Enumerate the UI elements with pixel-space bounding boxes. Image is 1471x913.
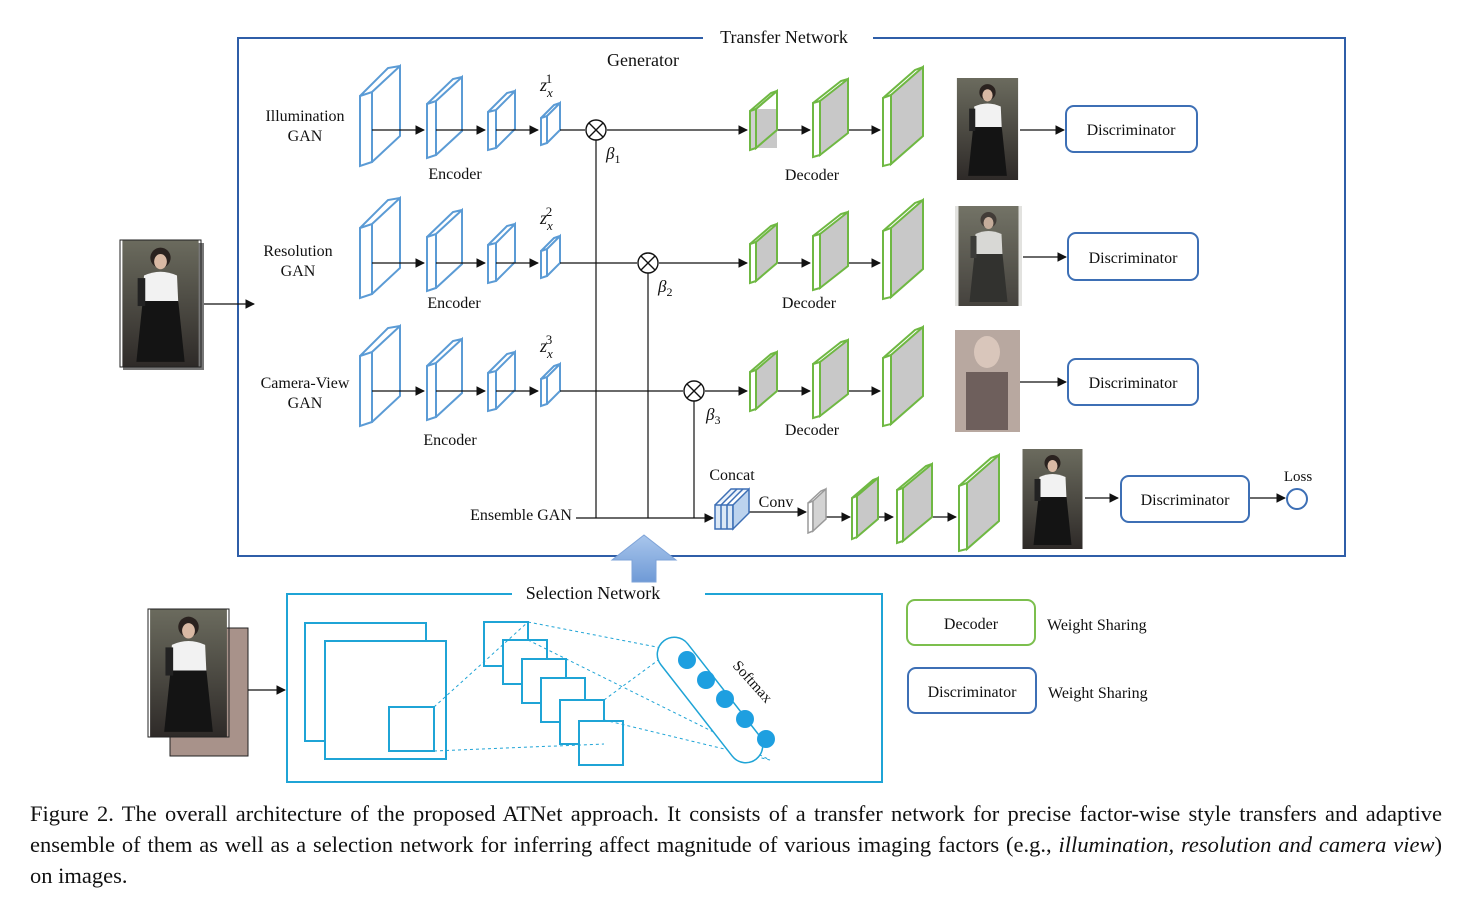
svg-text:Discriminator: Discriminator xyxy=(928,684,1018,701)
encoder-illumination xyxy=(359,63,561,168)
selection-input-images xyxy=(147,608,286,757)
generator-label: Generator xyxy=(607,50,679,70)
svg-text:Loss: Loss xyxy=(1284,469,1313,485)
decoder-label-camera-view: Decoder xyxy=(785,422,840,439)
conv-label: Conv xyxy=(759,494,794,511)
conv-block xyxy=(807,487,827,535)
legend-discriminator: Discriminator Weight Sharing xyxy=(907,667,1148,714)
svg-text:Discriminator: Discriminator xyxy=(1089,250,1179,267)
ensemble-gan: Ensemble GAN Concat Conv xyxy=(470,140,1313,553)
selection-network-title: Selection Network xyxy=(526,583,660,603)
multiply-node-1 xyxy=(585,119,607,141)
encoder-label-illumination: Encoder xyxy=(428,166,482,183)
output-image-resolution xyxy=(955,206,1022,306)
beta-label-3: β3 xyxy=(705,405,720,427)
output-image-ensemble xyxy=(1022,449,1083,549)
selection-network: Selection Network xyxy=(147,583,883,783)
input-image xyxy=(119,239,255,370)
decoder-resolution xyxy=(749,197,924,301)
legend: Decoder Weight Sharing Discriminator Wei… xyxy=(906,599,1148,714)
multiply-node-3 xyxy=(683,380,705,402)
beta-label-2: β2 xyxy=(657,277,672,299)
softmax-label: Softmax xyxy=(729,658,775,707)
svg-text:Decoder: Decoder xyxy=(944,616,999,633)
softmax-layer: Softmax xyxy=(656,636,775,764)
encoder-resolution xyxy=(359,195,561,300)
decoder-ensemble xyxy=(851,452,1000,553)
svg-text:Discriminator: Discriminator xyxy=(1141,492,1231,509)
svg-text:Weight Sharing: Weight Sharing xyxy=(1047,617,1147,634)
decoder-camera-view xyxy=(749,324,924,428)
loss-node: Loss xyxy=(1284,469,1313,510)
caption-suffix: ) on images. xyxy=(30,832,1442,888)
output-image-camera-view xyxy=(955,330,1020,432)
figure-caption: Figure 2. The overall architecture of th… xyxy=(30,798,1442,891)
decoder-label-resolution: Decoder xyxy=(782,295,837,312)
decoder-illumination xyxy=(749,64,924,168)
concat-label: Concat xyxy=(709,467,755,484)
output-image-illumination xyxy=(956,78,1019,180)
latent-label-3: zx3 xyxy=(539,332,553,361)
discriminator-illumination: Discriminator xyxy=(1065,105,1198,153)
up-arrow xyxy=(610,534,678,583)
concat-block xyxy=(714,487,750,531)
transfer-network: Transfer Network Generator xyxy=(237,27,1346,557)
beta-label-1: β1 xyxy=(605,144,620,166)
discriminator-camera-view: Discriminator xyxy=(1067,358,1199,406)
multiply-node-2 xyxy=(637,252,659,274)
latent-label-2: zx2 xyxy=(539,204,553,233)
svg-text:Discriminator: Discriminator xyxy=(1087,122,1177,139)
discriminator-ensemble: Discriminator xyxy=(1120,475,1250,523)
caption-italic: illumination, resolution and camera view xyxy=(1058,832,1435,857)
discriminator-resolution: Discriminator xyxy=(1067,232,1199,281)
legend-decoder: Decoder Weight Sharing xyxy=(906,599,1147,646)
svg-text:Discriminator: Discriminator xyxy=(1089,375,1179,392)
svg-text:Weight Sharing: Weight Sharing xyxy=(1048,685,1148,702)
encoder-label-resolution: Encoder xyxy=(427,295,481,312)
encoder-label-camera-view: Encoder xyxy=(423,432,477,449)
encoder-camera-view xyxy=(359,323,561,428)
latent-label-1: zx1 xyxy=(539,71,553,100)
decoder-label-illumination: Decoder xyxy=(785,167,840,184)
transfer-network-title: Transfer Network xyxy=(720,27,848,47)
ensemble-gan-label: Ensemble GAN xyxy=(470,507,572,524)
caption-prefix: Figure 2. The overall architecture of th… xyxy=(30,801,1442,857)
